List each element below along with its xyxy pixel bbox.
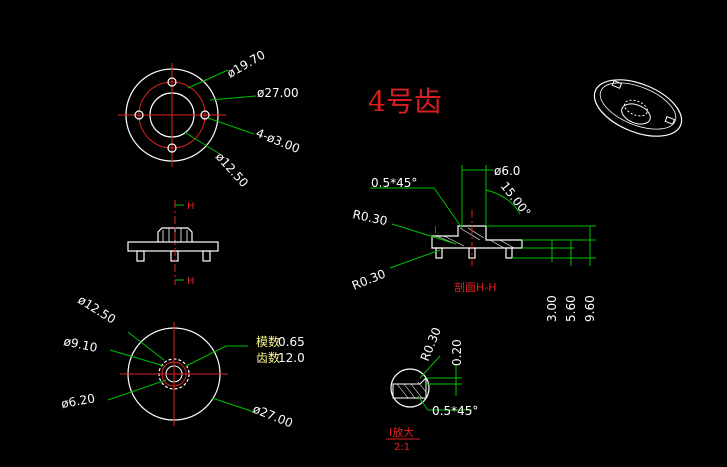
dim-gear-d27: ø27.00 — [251, 402, 295, 431]
dim-detail-radius: R0.30 — [418, 325, 444, 363]
leader-gear-d9 — [109, 349, 165, 367]
side-view: H H — [127, 200, 219, 287]
gear-module-label: 模数 — [256, 334, 280, 349]
detail-hatch — [410, 383, 423, 399]
iso-outer-ellipse — [593, 79, 683, 137]
section-hatch — [467, 227, 485, 239]
leader-gear-d27 — [211, 397, 255, 413]
dim-top-holes: 4-ø3.00 — [254, 126, 302, 156]
top-view: ø19.70 ø27.00 4-ø3.00 ø12.50 — [118, 48, 302, 190]
iso-pin — [611, 79, 623, 89]
detail-hatch — [403, 383, 416, 399]
drawing-title: 4号齿 — [368, 85, 442, 118]
section-mark-lower: H — [187, 276, 195, 287]
leader-detail-radius — [419, 355, 441, 379]
bolt-hole-right — [200, 110, 210, 120]
detail-scale: 2:1 — [394, 442, 410, 453]
detail-circle — [390, 368, 430, 408]
detail-profile — [392, 376, 427, 399]
detail-hatch — [417, 381, 427, 393]
bolt-hole-left — [134, 110, 144, 120]
leader-section-chamfer — [370, 187, 463, 229]
section-pin-right — [505, 247, 513, 259]
iso-hub-ellipse — [621, 103, 651, 125]
section-hatch — [489, 239, 505, 249]
dim-section-r-lower: R0.30 — [350, 267, 388, 293]
gear-teeth-label: 齿数 — [256, 350, 280, 365]
dim-section-h2: 5.60 — [564, 295, 578, 322]
dim-gear-d6: ø6.20 — [60, 391, 96, 411]
leader-d27 — [209, 95, 257, 101]
section-hatch — [499, 239, 515, 249]
section-body-outline — [431, 225, 523, 249]
dim-section-r-upper: R0.30 — [351, 207, 388, 228]
detail-view: R0.30 0.20 0.5*45° I放大 2:1 — [386, 325, 478, 453]
leader-section-r-lower — [389, 249, 441, 269]
iso-teeth-ellipse — [624, 99, 648, 117]
section-detail-mark: I — [434, 225, 437, 236]
iso-pin — [664, 115, 676, 125]
gear-view: ø12.50 ø9.10 ø6.20 ø27.00 模数 0.65 齿数 12.… — [60, 293, 305, 431]
gear-teeth-value: 12.0 — [278, 351, 305, 365]
side-pin-right — [202, 250, 211, 262]
bolt-hole-bottom — [167, 143, 177, 153]
leader-gear-d6 — [107, 379, 167, 401]
leader-gear-spec — [185, 345, 248, 367]
dim-section-h3: 9.60 — [583, 295, 597, 322]
section-hatch — [459, 227, 481, 241]
section-pin-left — [435, 247, 443, 259]
dim-section-d6: ø6.0 — [494, 164, 520, 178]
leader-d19 — [187, 69, 229, 89]
dim-detail-value: 0.20 — [450, 339, 464, 366]
dim-gear-d12: ø12.50 — [75, 293, 118, 327]
leader-gear-d12 — [127, 331, 165, 361]
leader-detail-chamfer — [417, 395, 472, 411]
angle-arc — [485, 189, 521, 215]
dim-top-d27: ø27.00 — [257, 86, 299, 100]
bolt-hole-top — [167, 77, 177, 87]
dim-detail-chamfer: 0.5*45° — [432, 404, 478, 418]
isometric-view — [593, 79, 683, 137]
dim-section-chamfer: 0.5*45° — [371, 176, 417, 190]
detail-caption: I放大 — [389, 425, 414, 439]
dim-section-h1: 3.00 — [545, 295, 559, 322]
section-view: ø6.0 15.00° 0.5*45° R0.30 R0.30 I 3.00 5… — [350, 164, 597, 322]
section-caption: 剖面H-H — [454, 280, 497, 294]
leader-d12 — [183, 131, 221, 155]
leader-section-r-upper — [391, 223, 457, 245]
dim-section-angle: 15.00° — [498, 179, 534, 219]
dim-gear-d9: ø9.10 — [62, 334, 98, 355]
side-flange — [127, 241, 219, 252]
detail-hatch — [396, 383, 409, 399]
iso-inner-ellipse — [599, 82, 677, 130]
side-pin-left — [136, 250, 145, 262]
dim-top-d12: ø12.50 — [213, 150, 251, 190]
dim-top-d19: ø19.70 — [225, 48, 268, 81]
gear-module-value: 0.65 — [278, 335, 305, 349]
section-mark-upper: H — [187, 201, 195, 212]
leader-holes — [207, 117, 255, 135]
section-hatch — [443, 235, 465, 247]
